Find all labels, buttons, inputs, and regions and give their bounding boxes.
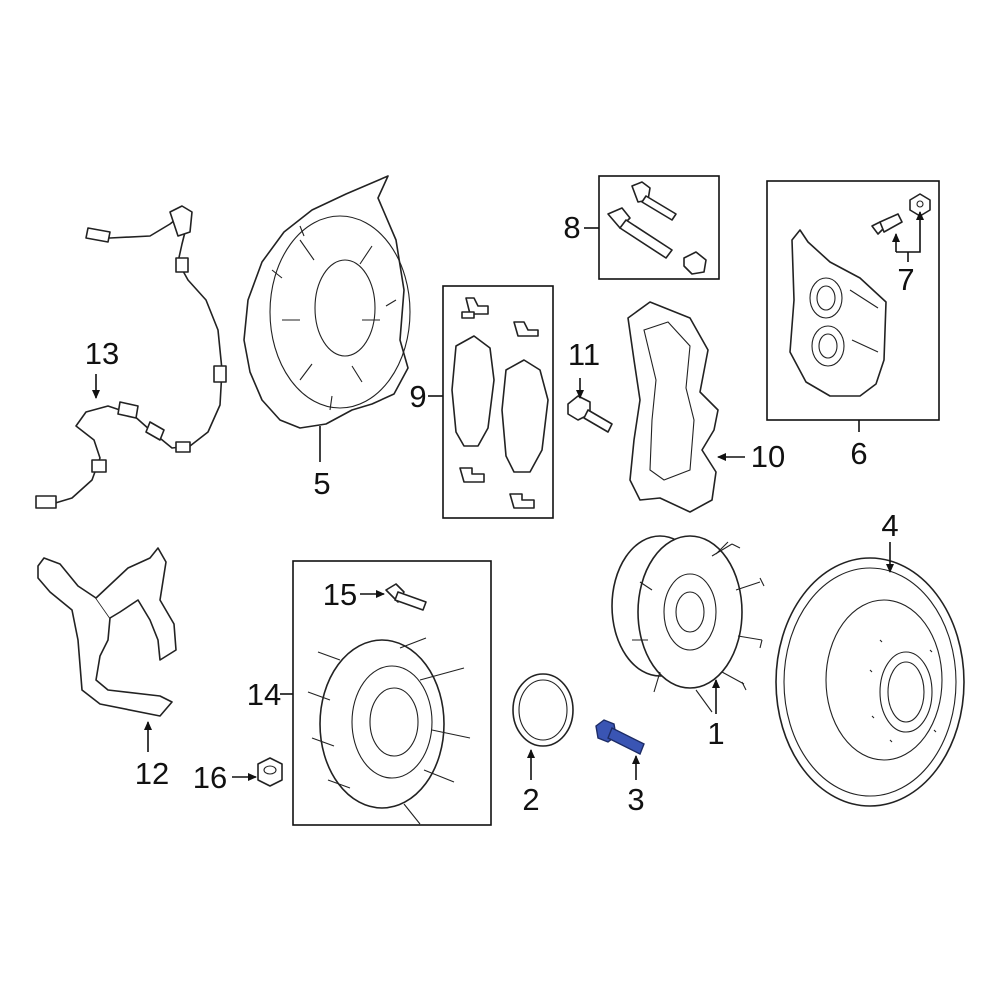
highlighted-stud-shank[interactable] [607, 727, 645, 755]
guide-pin-kit-part[interactable] [598, 175, 720, 280]
callout-6: 6 [850, 436, 867, 471]
callout-16: 16 [193, 760, 227, 795]
callout-5: 5 [313, 466, 330, 501]
caliper-assembly-part[interactable] [766, 180, 940, 421]
brake-pad-kit-part[interactable] [442, 285, 554, 519]
splash-shield-part[interactable] [243, 175, 411, 429]
brake-rotor-part[interactable] [775, 557, 965, 807]
leader-lines [92, 211, 924, 781]
wheel-hub-part[interactable] [611, 535, 765, 713]
callout-1: 1 [707, 716, 724, 751]
callout-8: 8 [563, 210, 580, 245]
caliper-bolt-pair-part[interactable] [871, 193, 931, 235]
wheel-stud-small-part[interactable] [385, 583, 427, 611]
callout-14: 14 [247, 677, 281, 712]
caliper-bolt-part[interactable] [567, 395, 613, 433]
wheel-stud-highlighted-part[interactable] [595, 719, 645, 755]
sensor-bracket-part[interactable] [37, 547, 177, 717]
callout-11: 11 [568, 337, 600, 372]
callout-7: 7 [897, 262, 914, 297]
caliper-bracket-part[interactable] [627, 301, 719, 513]
hub-assembly-part[interactable] [292, 560, 492, 826]
seal-part[interactable] [512, 673, 574, 747]
callout-15: 15 [323, 577, 357, 612]
callout-3: 3 [627, 782, 644, 817]
callout-10: 10 [751, 439, 785, 474]
callout-2: 2 [522, 782, 539, 817]
callout-9: 9 [409, 379, 426, 414]
callout-13: 13 [85, 336, 119, 371]
callout-12: 12 [135, 756, 169, 791]
callout-4: 4 [881, 508, 898, 543]
lug-nut-part[interactable] [257, 757, 283, 787]
abs-sensor-wire-part[interactable] [35, 205, 227, 509]
